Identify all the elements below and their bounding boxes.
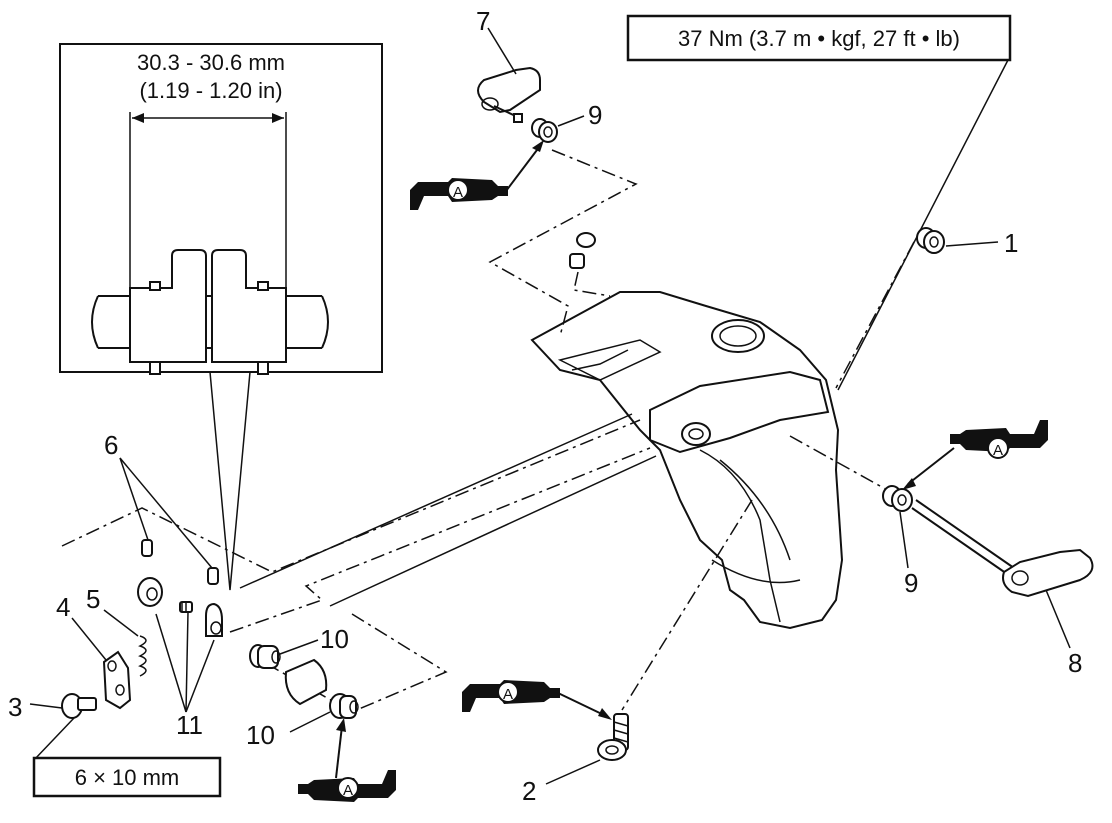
main-bracket-body — [530, 232, 844, 630]
part-7-lever — [477, 27, 541, 123]
label-part-8: 8 — [1068, 648, 1082, 678]
lube-marker-3: A — [462, 680, 612, 720]
torque-spec-text: 37 Nm (3.7 m • kgf, 27 ft • lb) — [678, 26, 960, 51]
label-part-4: 4 — [56, 592, 70, 622]
part-10-bushings — [249, 639, 359, 733]
part-11-screws — [155, 601, 215, 713]
label-part-6: 6 — [104, 430, 118, 460]
label-part-2: 2 — [522, 776, 536, 806]
part-2-bolt — [545, 713, 629, 785]
inset-dimension-mm: 30.3 - 30.6 mm — [137, 50, 285, 75]
inset-dimension-in: (1.19 - 1.20 in) — [139, 78, 282, 103]
part-3-bolt — [29, 693, 97, 761]
lube-marker-4: A — [298, 718, 396, 802]
label-part-11: 11 — [176, 710, 203, 740]
lube-marker-2-label: A — [993, 442, 1003, 459]
lube-marker-4-label: A — [343, 782, 353, 799]
guide-lines — [61, 149, 915, 713]
label-part-7: 7 — [476, 6, 490, 36]
label-part-5: 5 — [86, 584, 100, 614]
part-6-pins — [119, 457, 223, 637]
label-part-1: 1 — [1004, 228, 1018, 258]
lube-marker-2: A — [902, 420, 1048, 490]
torque-spec-callout: 37 Nm (3.7 m • kgf, 27 ft • lb) — [626, 14, 1012, 391]
part-8-lever — [911, 499, 1094, 649]
label-part-9-top: 9 — [588, 100, 602, 130]
bolt-size-text: 6 × 10 mm — [75, 765, 180, 790]
label-part-3: 3 — [8, 692, 22, 722]
part-5-spring — [103, 609, 147, 677]
lube-marker-1-label: A — [453, 184, 463, 201]
part-9-bushing-right — [882, 485, 913, 569]
inset-detail: 30.3 - 30.6 mm (1.19 - 1.20 in) — [59, 43, 383, 591]
part-labels: 7 9 1 9 8 2 6 4 5 3 11 10 10 — [8, 6, 1082, 806]
lube-marker-3-label: A — [503, 686, 513, 703]
label-part-10-top: 10 — [320, 624, 349, 654]
label-part-9-right: 9 — [904, 568, 918, 598]
part-1-bushing — [916, 227, 999, 254]
label-part-10-bottom: 10 — [246, 720, 275, 750]
bolt-size-callout: 6 × 10 mm — [32, 756, 222, 798]
part-4-plate — [71, 617, 132, 710]
lube-marker-1: A — [410, 140, 544, 210]
part-9-bushing-top — [531, 115, 585, 143]
